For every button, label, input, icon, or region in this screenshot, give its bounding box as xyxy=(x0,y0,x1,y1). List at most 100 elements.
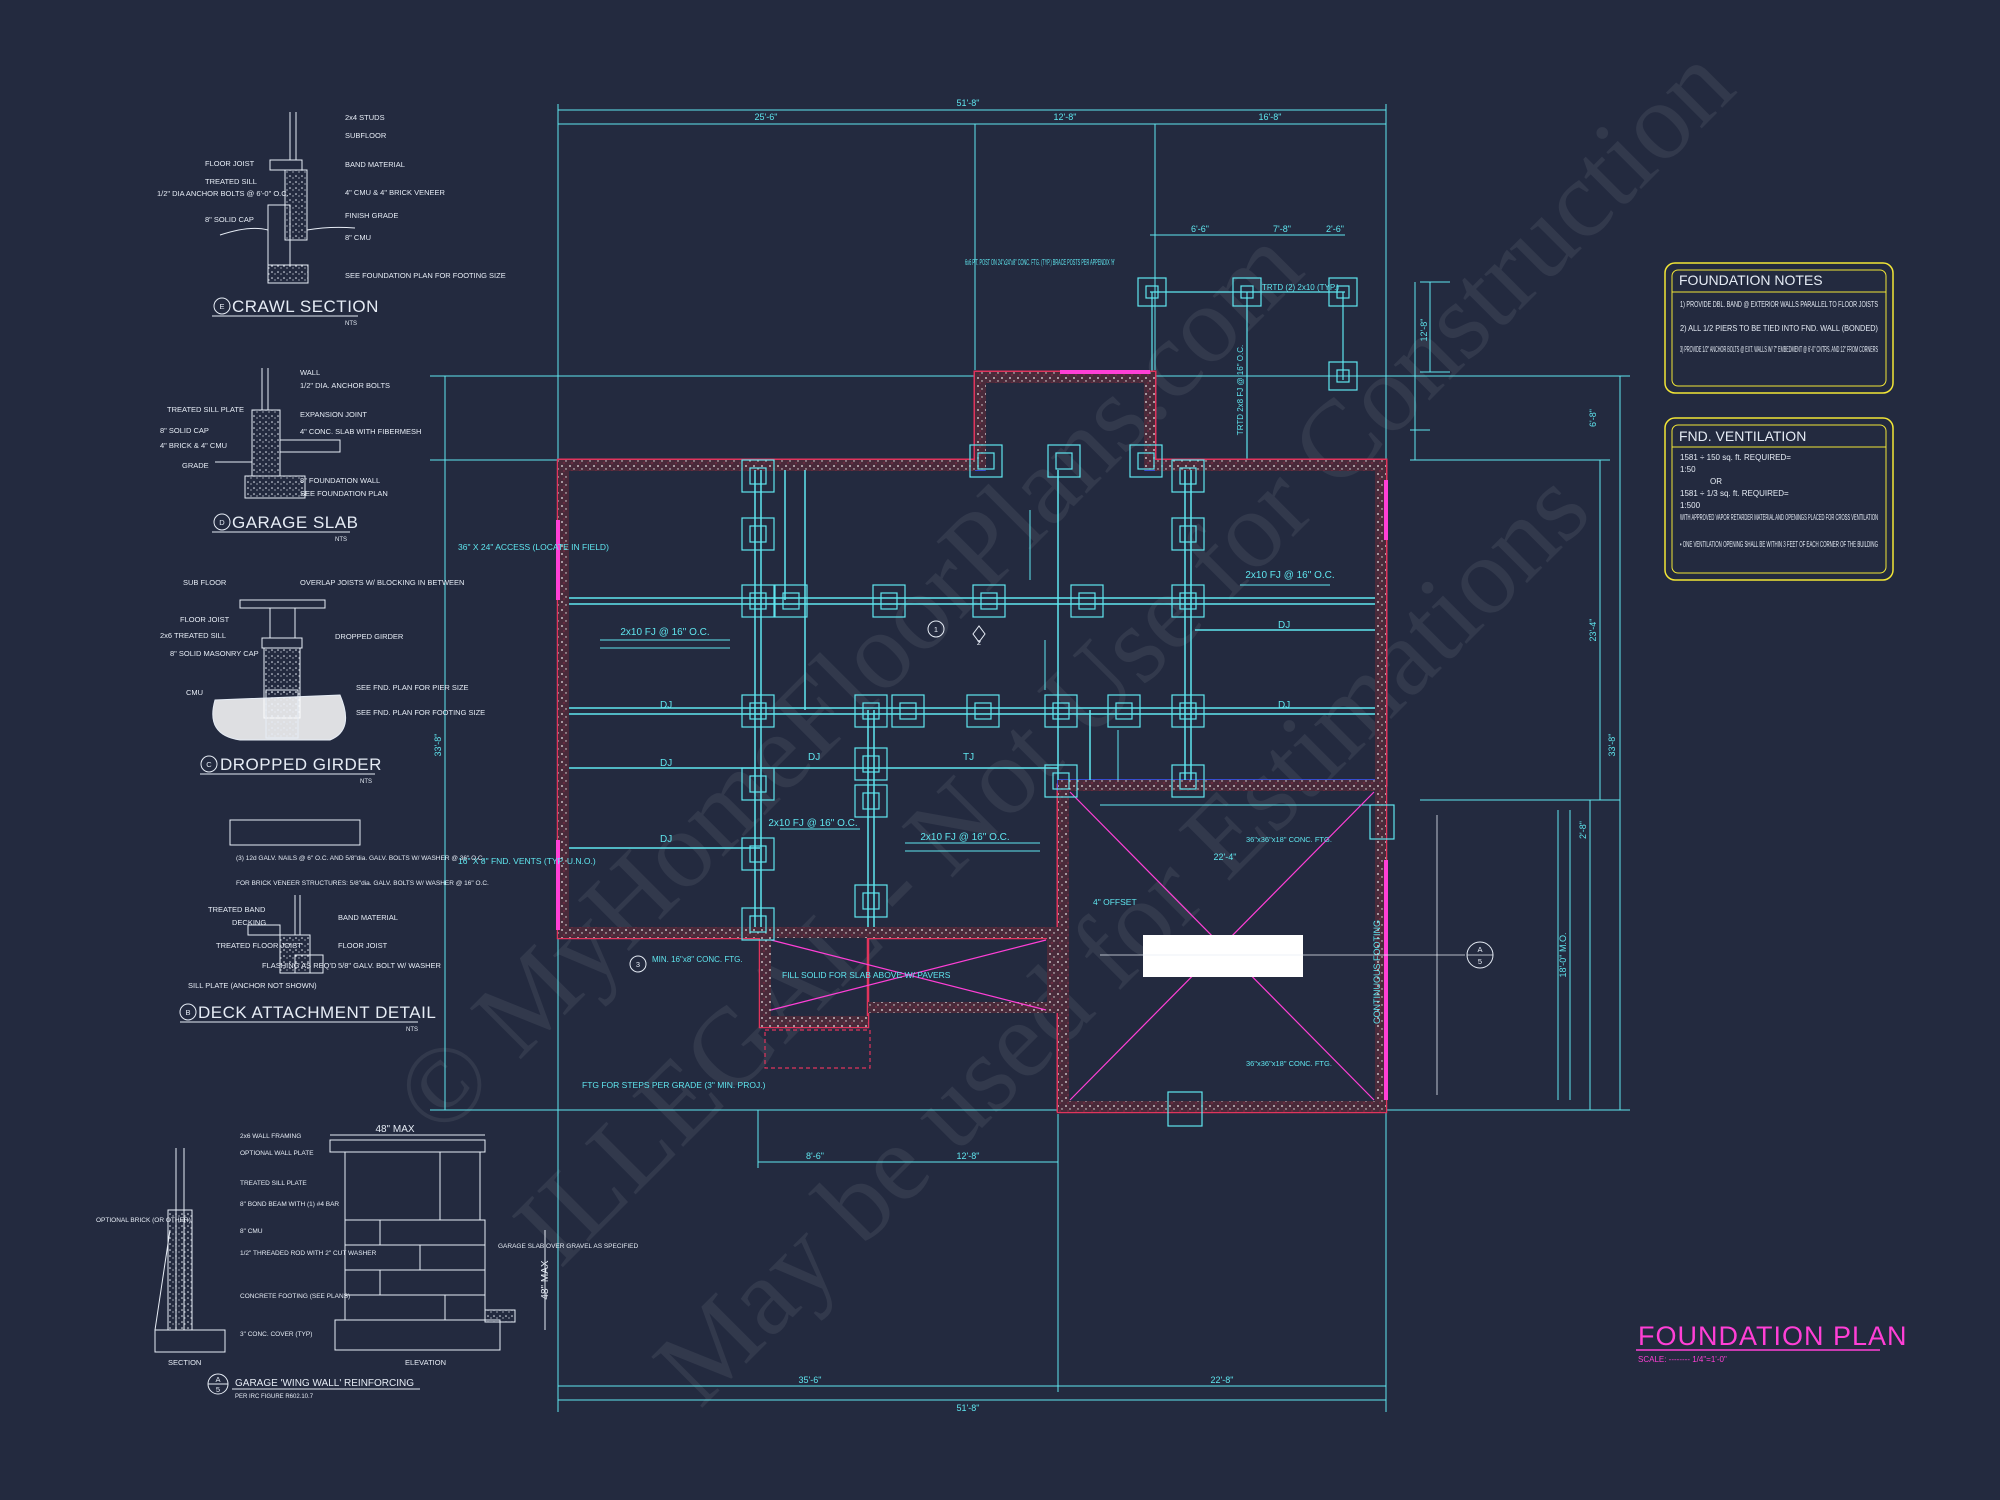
slab-note-5: 8" SOLID CAP xyxy=(160,426,209,435)
pier xyxy=(741,459,775,493)
crawl-note-2: SUBFLOOR xyxy=(345,131,387,140)
pier xyxy=(966,694,1000,728)
garage-slab-title: D GARAGE SLAB NTS xyxy=(212,513,358,543)
joist-label-1: 2x10 FJ @ 16" O.C. xyxy=(620,627,709,638)
dim-bottom-seg-2: 22'-8" xyxy=(1211,1375,1234,1385)
slab-note-8: GRADE xyxy=(182,461,209,470)
ventilation-note-2: 1:50 xyxy=(1680,465,1696,474)
tag-3-circle xyxy=(629,955,647,973)
tj-label: TJ xyxy=(963,752,974,763)
dim-porch-seg-3: 2'-6" xyxy=(1326,224,1344,234)
dim-right-seg-3: 12'-8" xyxy=(1419,319,1429,342)
dj-label-6: DJ xyxy=(1278,620,1290,631)
pier xyxy=(1107,694,1141,728)
fill-solid-label: FILL SOLID FOR SLAB ABOVE W/ PAVERS xyxy=(782,970,951,980)
girder-note-1: SUB FLOOR xyxy=(183,578,227,587)
deck-note-2: FOR BRICK VENEER STRUCTURES: 5/8"dia. GA… xyxy=(236,880,489,887)
crawl-note-5: TREATED SILL xyxy=(205,177,257,186)
joist-arrows xyxy=(600,510,1330,852)
crawl-note-8: 8" SOLID CAP xyxy=(205,215,254,224)
section-marker-sheet: 5 xyxy=(1478,957,1482,966)
pier xyxy=(872,584,906,618)
deck-title-text: DECK ATTACHMENT DETAIL xyxy=(198,1003,436,1022)
pier xyxy=(854,884,888,918)
wing-note-8: 3" CONC. COVER (TYP) xyxy=(240,1331,312,1338)
foundation-note-3: 3) PROVIDE 1/2" ANCHOR BOLTS @ EXT. WALL… xyxy=(1680,345,1878,354)
dim-bottom-total: 51'-8" xyxy=(957,1403,980,1413)
ventilation-note-3: OR xyxy=(1710,477,1722,486)
girders xyxy=(569,470,1375,927)
dim-top-seg-3: 16'-8" xyxy=(1259,112,1282,122)
garage-slab-nts: NTS xyxy=(335,537,347,543)
tag-2-diamond xyxy=(972,625,986,643)
pier xyxy=(1129,444,1163,478)
access-label: 36" X 24" ACCESS (LOCATE IN FIELD) xyxy=(458,542,609,552)
crawl-letter: E xyxy=(219,302,224,311)
wing-note-6: 1/2" THREADED ROD WITH 2" CUT WASHER xyxy=(240,1250,377,1257)
ventilation-note-5: 1:500 xyxy=(1680,501,1701,510)
girder-note-9: SEE FND. PLAN FOR FOOTING SIZE xyxy=(356,708,485,717)
ventilation-note-1: 1581 ÷ 150 sq. ft. REQUIRED= xyxy=(1680,453,1791,462)
dim-top-total: 51'-8" xyxy=(957,98,980,108)
pier xyxy=(1167,1091,1203,1127)
girder-note-5: DROPPED GIRDER xyxy=(335,632,404,641)
girder-note-8: SEE FND. PLAN FOR PIER SIZE xyxy=(356,683,469,692)
offset-label: 4" OFFSET xyxy=(1093,897,1137,907)
pier xyxy=(741,584,775,618)
girder-note-2: OVERLAP JOISTS W/ BLOCKING IN BETWEEN xyxy=(300,578,464,587)
deck-notes: (3) 12d GALV. NAILS @ 6" O.C. AND 5/8"di… xyxy=(188,855,489,990)
foundation-plan: 51'-8" 25'-6" 12'-8" 16'-8" 6'-6" 7'-8" … xyxy=(430,98,1630,1413)
slab-note-2: 1/2" DIA. ANCHOR BOLTS xyxy=(300,381,390,390)
slab-notes: WALL 1/2" DIA. ANCHOR BOLTS TREATED SILL… xyxy=(160,368,421,498)
sheet-title: FOUNDATION PLAN xyxy=(1638,1321,1908,1351)
dim-porch-seg-1: 6'-6" xyxy=(1191,224,1209,234)
pier xyxy=(1171,517,1205,551)
wing-note-9: OPTIONAL BRICK (OR OTHER) xyxy=(96,1217,191,1224)
foundation-note-1: 1) PROVIDE DBL. BAND @ EXTERIOR WALLS PA… xyxy=(1680,300,1878,309)
pier xyxy=(854,784,888,818)
ventilation-title: FND. VENTILATION xyxy=(1679,428,1806,444)
pier xyxy=(1171,764,1205,798)
girder-notes: SUB FLOOR OVERLAP JOISTS W/ BLOCKING IN … xyxy=(160,578,485,717)
wing-note-1: 2x6 WALL FRAMING xyxy=(240,1133,301,1140)
slab-note-1: WALL xyxy=(300,368,320,377)
wing-note-7: CONCRETE FOOTING (SEE PLANS) xyxy=(240,1293,350,1300)
dropped-girder-title: C DROPPED GIRDER NTS xyxy=(200,755,381,785)
crawl-note-6: 1/2" DIA ANCHOR BOLTS @ 6'-0" O.C. xyxy=(157,189,289,198)
garage-slab xyxy=(770,791,1375,1101)
wing-wall-title: A 5 GARAGE 'WING WALL' REINFORCING PER I… xyxy=(207,1373,420,1400)
wing-ref: PER IRC FIGURE R602.10.7 xyxy=(235,1394,314,1400)
wing-title-text: GARAGE 'WING WALL' REINFORCING xyxy=(235,1378,414,1389)
girder-note-4: 2x6 TREATED SILL xyxy=(160,631,226,640)
wing-note-11: 48" MAX xyxy=(375,1124,414,1135)
pier xyxy=(1044,764,1078,798)
crawl-notes: 2x4 STUDS SUBFLOOR FLOOR JOIST BAND MATE… xyxy=(157,113,506,280)
pier xyxy=(854,747,888,781)
detail-dropped-girder: SUB FLOOR OVERLAP JOISTS W/ BLOCKING IN … xyxy=(160,578,485,741)
dim-lower-seg-1: 8'-6" xyxy=(806,1151,824,1161)
crawl-section-title: E CRAWL SECTION NTS xyxy=(212,297,378,327)
girder-note-6: 8" SOLID MASONRY CAP xyxy=(170,649,259,658)
deck-note-5: DECKING xyxy=(232,918,266,927)
wing-note-4: 8" BOND BEAM WITH (1) #4 BAR xyxy=(240,1201,339,1208)
pier xyxy=(741,517,775,551)
wing-note-elevation: ELEVATION xyxy=(405,1358,446,1367)
girder-note-7: CMU xyxy=(186,688,203,697)
wing-sheet: 5 xyxy=(216,1385,220,1394)
crawl-note-9: FINISH GRADE xyxy=(345,211,398,220)
dj-label-5: DJ xyxy=(1278,700,1290,711)
tag-3-text: 3 xyxy=(636,960,640,969)
tag-1-text: 1 xyxy=(934,625,938,634)
joist-label-3: 2x10 FJ @ 16" O.C. xyxy=(768,818,857,829)
pier xyxy=(1369,804,1395,840)
dim-top-seg-1: 25'-6" xyxy=(755,112,778,122)
pier xyxy=(741,837,775,871)
pier xyxy=(891,694,925,728)
pier xyxy=(972,584,1006,618)
ventilation-note-6: WITH APPROVED VAPOR RETARDER MATERIAL AN… xyxy=(1680,513,1878,522)
detail-deck-attachment: (3) 12d GALV. NAILS @ 6" O.C. AND 5/8"di… xyxy=(188,819,489,990)
deck-note-7: FLOOR JOIST xyxy=(338,941,388,950)
ventilation-notes-box: FND. VENTILATION 1581 ÷ 150 sq. ft. REQU… xyxy=(1664,417,1894,581)
pier xyxy=(1047,444,1081,478)
